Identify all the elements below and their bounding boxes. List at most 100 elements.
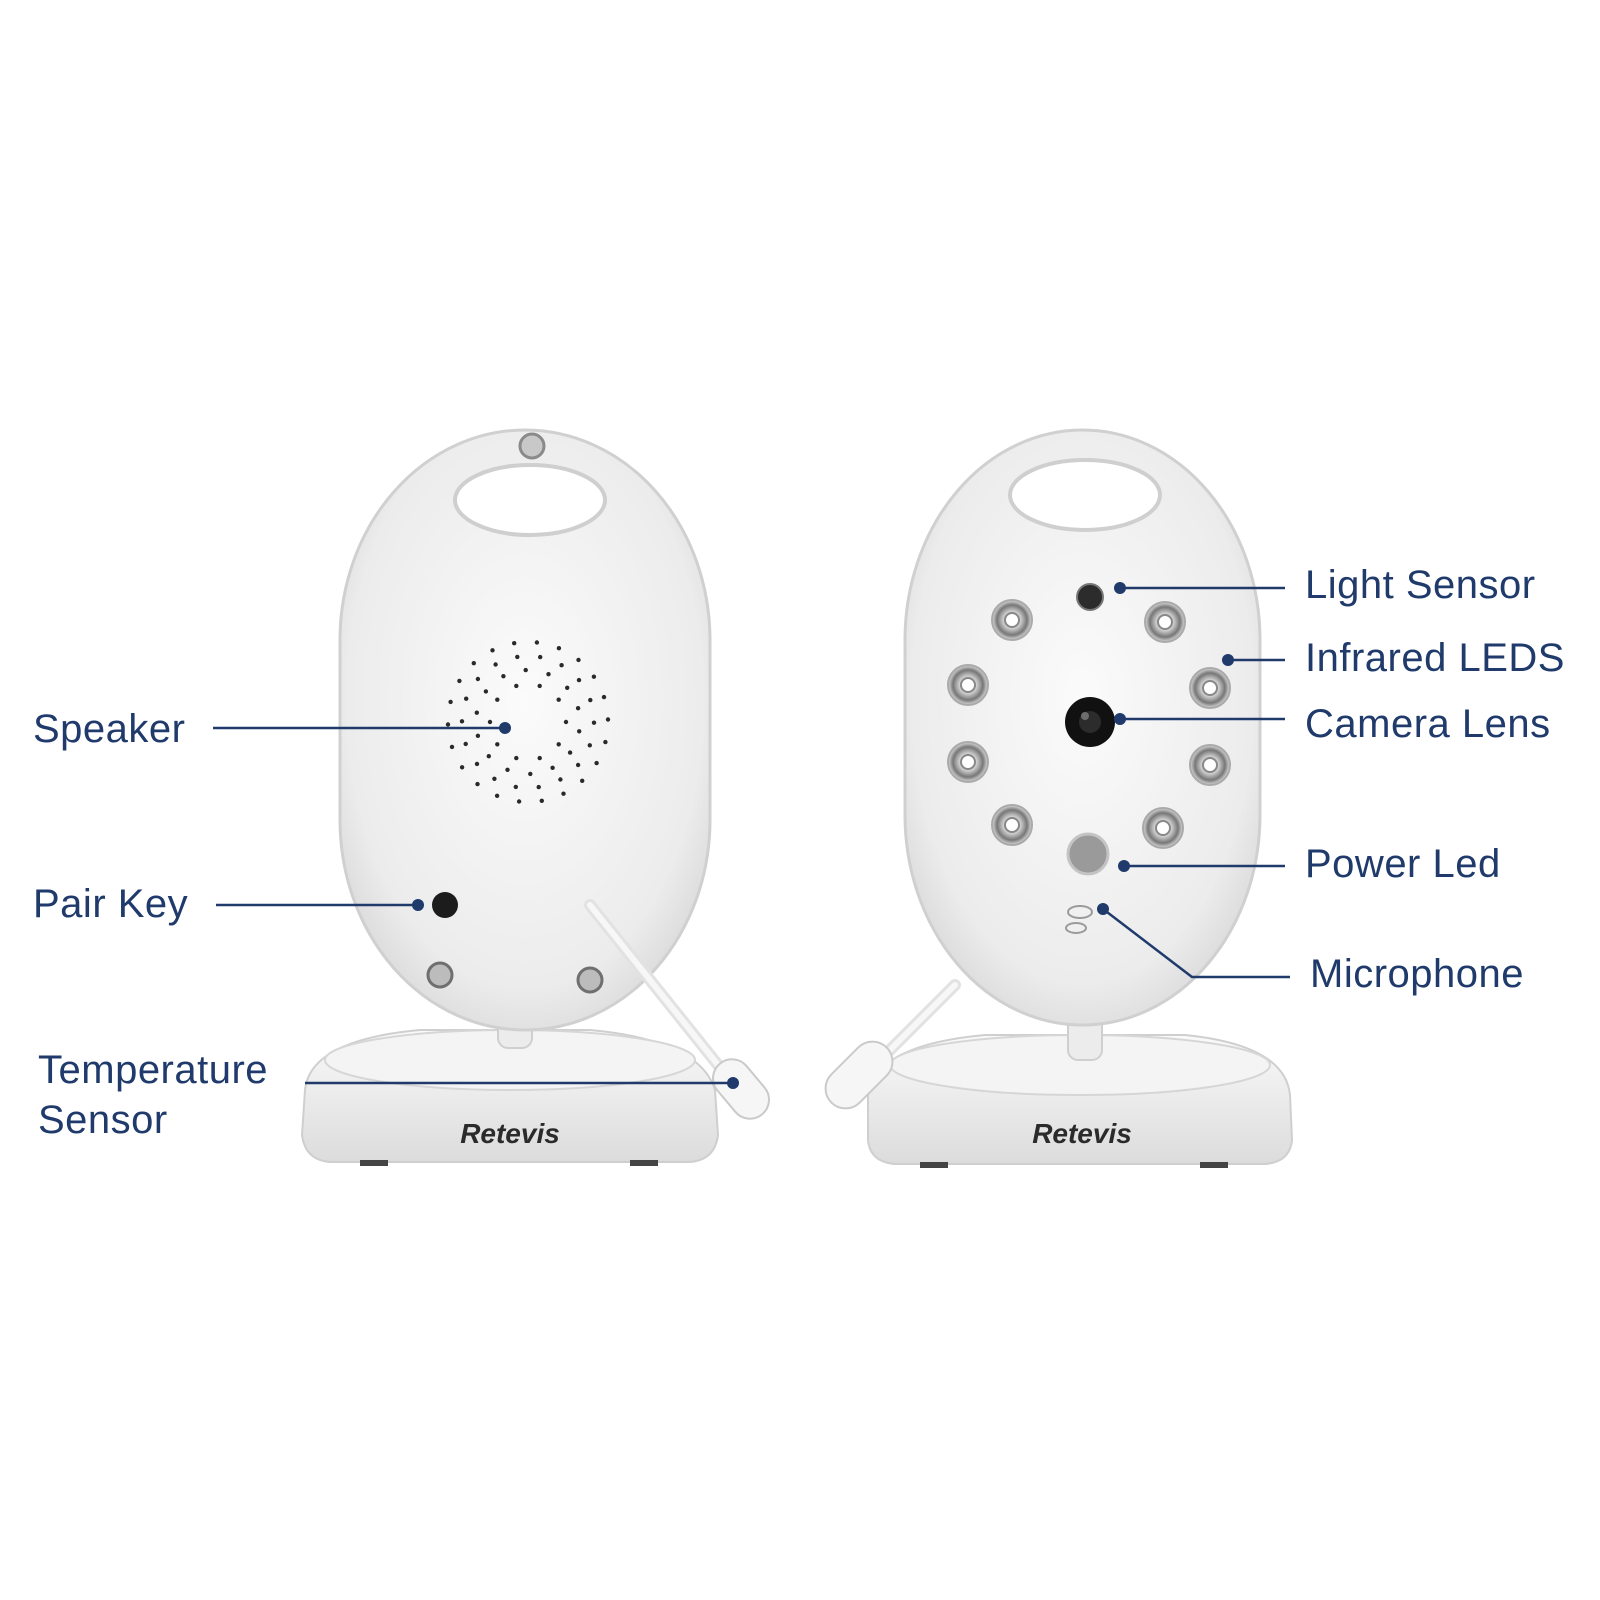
speaker-hole [556,742,561,747]
ir-led-icon [947,741,989,783]
left-brand-logo: Retevis [460,1118,560,1149]
speaker-hole [492,776,497,781]
speaker-hole [561,791,566,796]
infrared-leds-group [947,599,1231,849]
label-temperature-line1: Temperature [38,1048,269,1092]
speaker-hole [457,678,462,684]
pair-key-callout-dot [412,899,424,911]
left-body [338,428,712,1032]
left-device: Retevis [300,428,770,1166]
speaker-hole [558,777,563,782]
ir-led-icon [1189,744,1231,786]
speaker-hole [577,729,582,734]
power-led-callout-dot [1118,860,1130,872]
speaker-hole [538,654,543,660]
speaker-hole [495,697,500,702]
speaker-hole [448,699,453,705]
speaker-hole [493,662,498,667]
speaker-hole [534,640,540,645]
speaker-hole [459,719,465,724]
speaker-hole [575,762,581,768]
temperature-sensor-probe [584,899,770,1120]
speaker-hole [515,654,520,660]
speaker-hole [605,717,611,722]
speaker-hole [556,697,561,702]
speaker-hole [556,646,562,651]
speaker-hole [575,706,581,711]
speaker-hole [603,739,608,745]
camera-lens-icon [1065,697,1115,747]
speaker-hole [587,743,592,748]
ir-led-icon [1189,667,1231,709]
speaker-hole [490,648,495,653]
speaker-hole [563,719,569,725]
right-hanging-loop [1008,458,1162,532]
speaker-hole [474,761,480,767]
speaker-callout-dot [499,722,511,734]
label-temperature-sensor: Temperature Sensor [38,1045,268,1145]
speaker-hole [487,719,493,725]
label-pair-key: Pair Key [33,882,189,926]
right-sensor-probe [824,979,961,1110]
microphone-icon [1065,905,1093,934]
label-microphone: Microphone [1310,952,1525,996]
speaker-hole [601,694,607,700]
speaker-hole [588,697,593,703]
speaker-hole [591,674,597,679]
camera-lens-callout-dot [1114,713,1126,725]
speaker-hole [550,765,555,770]
label-light-sensor: Light Sensor [1305,563,1536,607]
label-camera-lens: Camera Lens [1305,702,1551,746]
callouts [213,582,1290,1089]
speaker-hole [513,784,518,790]
label-power-led: Power Led [1305,842,1501,886]
speaker-hole [516,799,522,804]
speaker-hole [576,677,582,683]
speaker-hole [537,683,542,689]
speaker-hole [576,657,581,663]
speaker-hole [475,781,480,787]
label-speaker: Speaker [33,707,186,751]
speaker-hole [495,742,500,747]
speaker-hole [445,722,451,727]
power-led-icon [1066,832,1110,876]
speaker-hole [475,676,481,682]
speaker-hole [565,685,570,690]
pair-key-button[interactable] [432,892,458,918]
light-sensor-icon [1076,583,1104,611]
speaker-hole [536,784,541,790]
ir-led-icon [991,599,1033,641]
ir-led-icon [1142,807,1184,849]
speaker-hole [528,771,533,777]
right-brand-logo: Retevis [1032,1118,1132,1149]
speaker-hole [580,778,585,783]
speaker-hole [514,755,519,761]
speaker-grille [445,640,611,804]
speaker-hole [486,754,491,759]
speaker-hole [514,683,519,689]
speaker-hole [591,720,597,725]
right-screw-icon [576,966,604,994]
speaker-hole [537,755,542,761]
light-sensor-callout-dot [1114,582,1126,594]
speaker-hole [475,733,481,738]
left-screw-icon [426,961,454,989]
ir-led-icon [1144,601,1186,643]
speaker-hole [483,689,489,694]
speaker-hole [523,667,528,673]
speaker-hole [471,661,476,666]
left-base: Retevis [300,1029,720,1166]
speaker-hole [505,767,510,772]
microphone-callout-line [1102,908,1290,979]
ir-led-icon [991,804,1033,846]
top-screw-icon [518,432,546,460]
speaker-hole [501,674,506,679]
speaker-hole [567,750,573,755]
right-device: Retevis [824,428,1294,1168]
speaker-hole [512,641,517,646]
microphone-callout-dot [1097,903,1109,915]
temperature-callout-dot [727,1077,739,1089]
speaker-hole [464,696,469,701]
speaker-hole [459,765,465,770]
